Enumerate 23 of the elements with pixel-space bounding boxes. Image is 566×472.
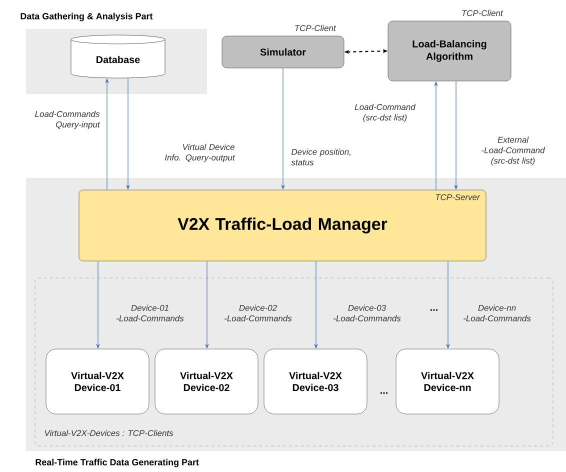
- edge-label: Device position, status: [291, 148, 350, 166]
- device-box: Virtual-V2X Device-03: [264, 348, 368, 414]
- database-cylinder: Database: [70, 34, 166, 78]
- role-label: TCP-Client: [462, 10, 504, 16]
- edge-label: External -Load-Command (src-dst list): [482, 136, 545, 166]
- edge-label: Device-02 -Load-Commands: [224, 304, 292, 322]
- edge-label: Device-01 -Load-Commands: [116, 304, 184, 322]
- role-label: TCP-Client: [295, 24, 336, 32]
- edge-label: Device-nn -Load-Commands: [464, 304, 531, 322]
- edge-label: Device-03 -Load-Commands: [334, 304, 401, 322]
- device-box: Virtual-V2X Device-nn: [396, 348, 500, 414]
- device-box: Virtual-V2X Device-01: [46, 348, 150, 414]
- edge-label: Virtual Device Info. Query-output: [165, 144, 236, 162]
- manager-box: V2X Traffic-Load Manager TCP-Server: [78, 190, 486, 262]
- panel-heading: Data Gathering & Analysis Part: [20, 12, 153, 22]
- process-box: Simulator: [222, 36, 344, 68]
- process-box: Load-Balancing Algorithm: [388, 20, 512, 82]
- ellipsis: ...: [380, 392, 388, 394]
- edge-label: Load-Commands Query-input: [35, 110, 100, 130]
- edge-label: Load-Command (src-dst list): [354, 104, 416, 122]
- device-box: Virtual-V2X Device-02: [154, 348, 258, 414]
- ellipsis: ...: [430, 309, 438, 311]
- panel-heading: Real-Time Traffic Data Generating Part: [36, 458, 199, 468]
